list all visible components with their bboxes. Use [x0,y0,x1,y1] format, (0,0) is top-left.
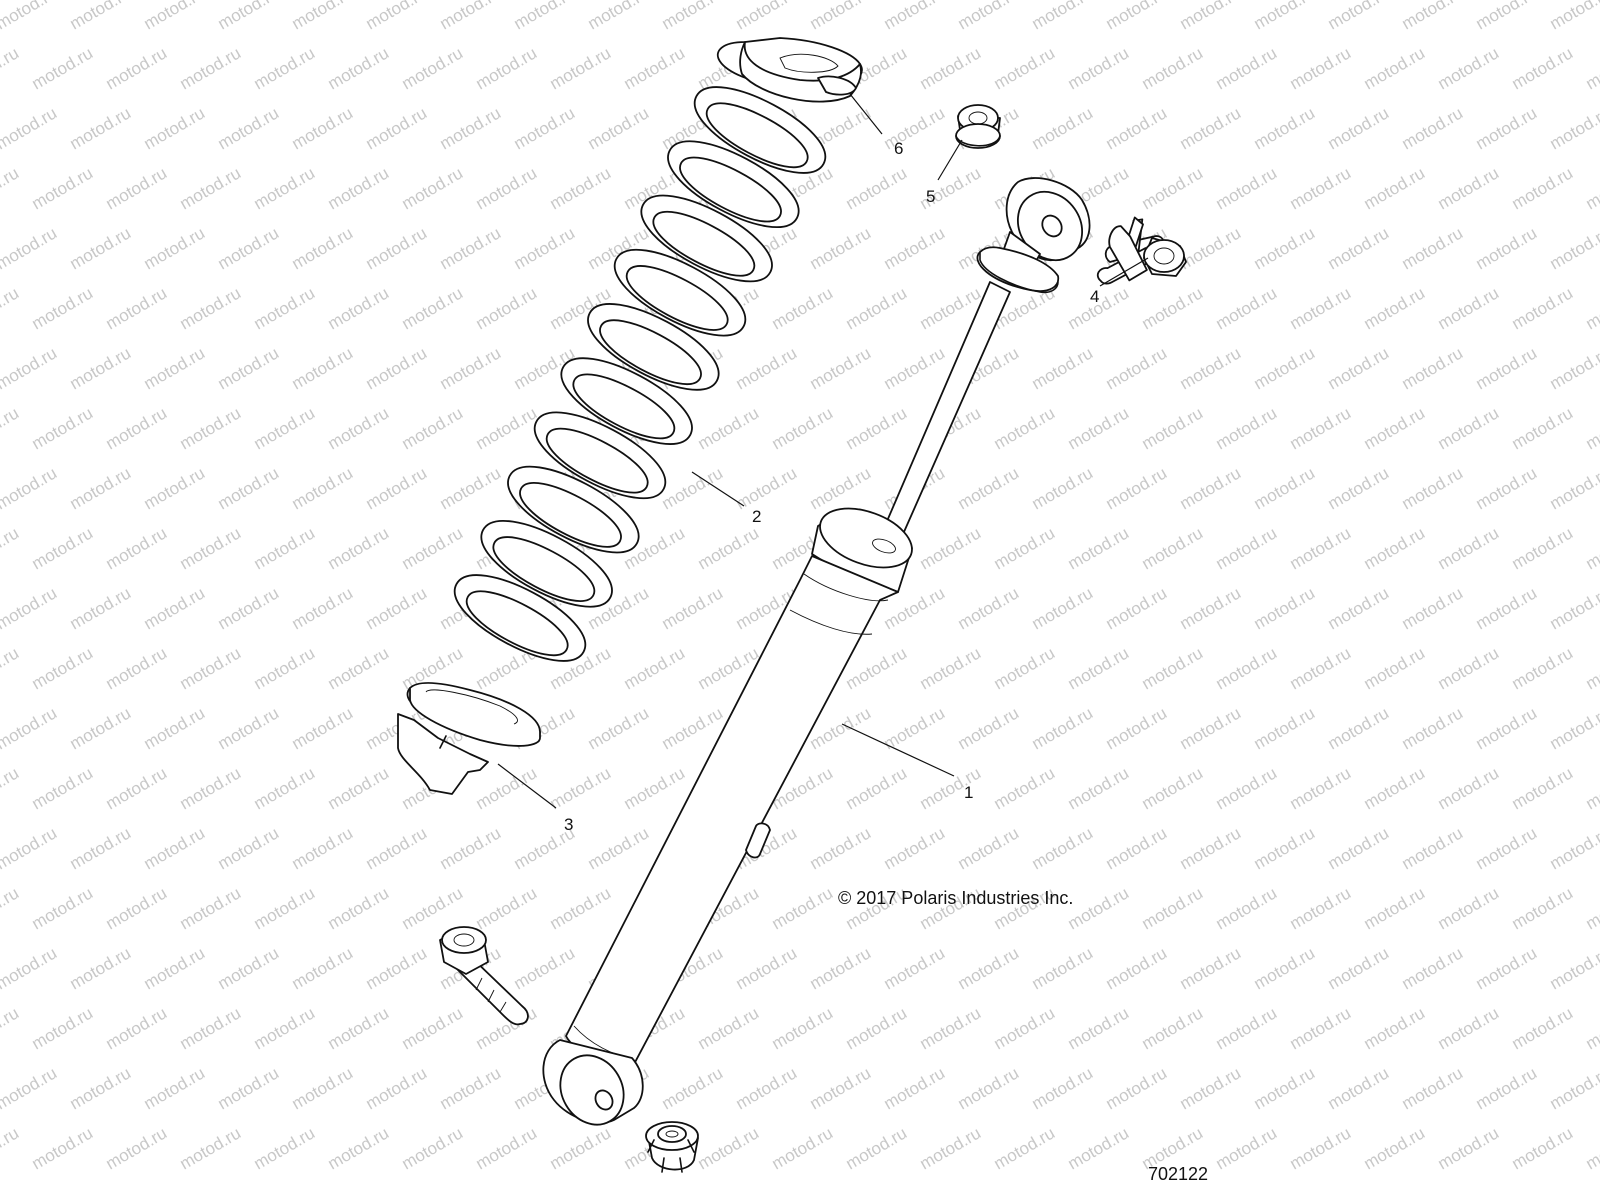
lower-nut-part[interactable] [645,1121,699,1173]
spring-coil-inner [519,482,622,548]
callout-4[interactable]: 4 [1090,287,1099,306]
leader-6 [849,93,883,135]
leader-4 [1099,257,1149,287]
spring-coil-inner [679,156,782,223]
callout-2[interactable]: 2 [752,507,761,526]
shock-absorber-part[interactable] [542,177,1095,1136]
callout-3[interactable]: 3 [564,815,573,834]
leader-2 [691,471,745,507]
leader-3 [497,763,557,809]
callout-6[interactable]: 6 [894,139,903,158]
leader-5 [937,139,963,181]
lower-mounting-bolt-part[interactable] [439,926,529,1026]
callout-5[interactable]: 5 [926,187,935,206]
leader-1 [841,723,955,777]
spring-coil-inner [625,265,729,331]
upper-nut-part[interactable] [955,104,1001,149]
upper-mounting-bolt-part[interactable] [1095,216,1187,285]
spring-coil-inner [492,536,596,602]
upper-spring-retainer-part[interactable] [716,37,863,103]
spring-coil-inner [572,373,676,440]
spring-coil-inner [545,427,649,494]
spring-coil-inner [705,102,809,169]
figure-number: 702122 [1148,1164,1208,1184]
coil-spring-part[interactable] [443,71,837,677]
spring-coil-inner [599,319,702,385]
spring-coil-inner [652,210,756,277]
spring-coil-inner [465,590,569,657]
copyright-notice: © 2017 Polaris Industries Inc. [838,888,1073,908]
callout-1[interactable]: 1 [964,783,973,802]
callout-leader-lines [497,93,1149,809]
lower-spring-seat-part[interactable] [397,682,541,795]
